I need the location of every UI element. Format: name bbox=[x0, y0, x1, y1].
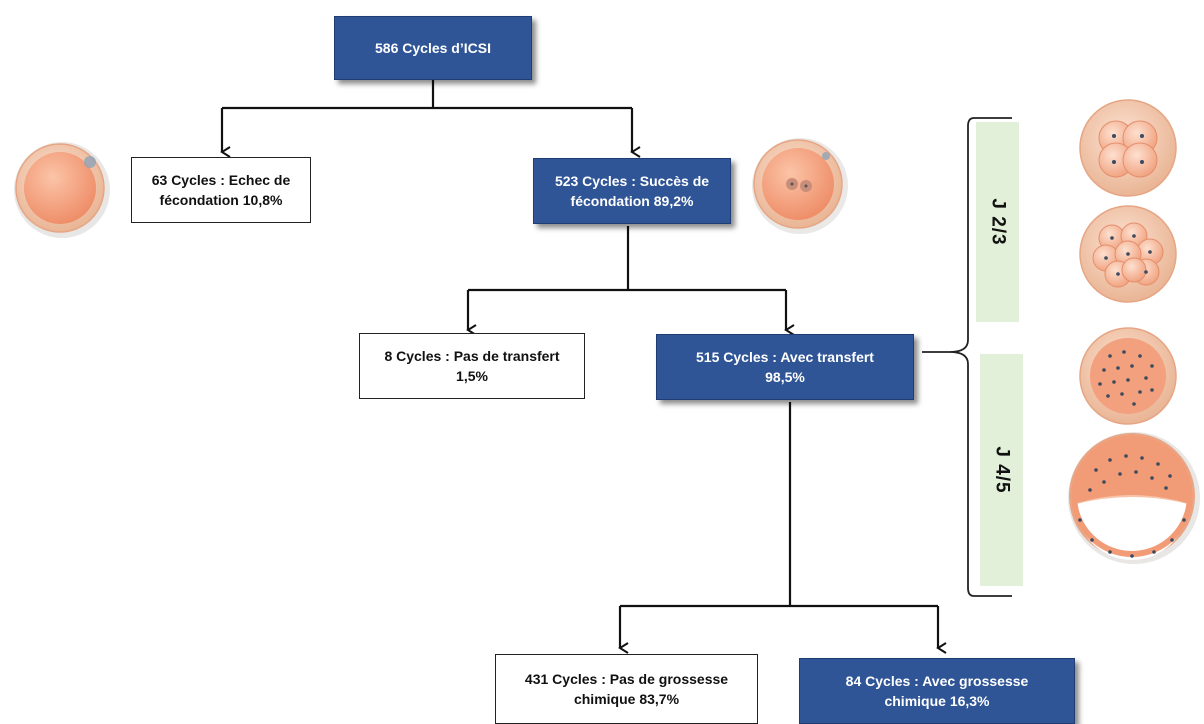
root-node-text: 586 Cycles d’ICSI bbox=[375, 40, 491, 56]
with-pregnancy-node: 84 Cycles : Avec grossesse chimique 16,3… bbox=[799, 658, 1075, 724]
day-brace bbox=[922, 117, 1012, 597]
eight-cell-embryo-icon bbox=[1079, 205, 1177, 303]
no-pregnancy-line2-pct: 83,7% bbox=[639, 691, 680, 707]
four-cell-embryo-icon bbox=[1079, 99, 1177, 197]
day-label-j23: J 2/3 bbox=[987, 198, 1009, 246]
with-transfer-node: 515 Cycles : Avec transfert 98,5% bbox=[656, 334, 914, 400]
failure-line1: 63 Cycles : Echec de bbox=[151, 172, 291, 188]
blastocyst-icon bbox=[1068, 432, 1200, 564]
no-pregnancy-line1: 431 Cycles : Pas de grossesse bbox=[524, 671, 729, 687]
root-node: 586 Cycles d’ICSI bbox=[334, 16, 532, 80]
with-transfer-line2: 98,5% bbox=[765, 369, 805, 385]
failure-line2-text: fécondation bbox=[159, 192, 243, 208]
no-pregnancy-node: 431 Cycles : Pas de grossesse chimique 8… bbox=[495, 654, 758, 724]
unfertilized-oocyte-icon bbox=[14, 142, 110, 238]
with-pregnancy-line2: chimique 16,3% bbox=[884, 693, 990, 709]
no-transfer-line1: 8 Cycles : Pas de transfert bbox=[384, 348, 560, 364]
success-line1: 523 Cycles : Succès de bbox=[554, 173, 710, 189]
day-label-j45: J 4/5 bbox=[991, 446, 1013, 494]
no-pregnancy-line2: chimique 83,7% bbox=[574, 689, 679, 709]
day-bar-j45: J 4/5 bbox=[980, 354, 1023, 586]
fertilized-oocyte-icon bbox=[752, 138, 848, 234]
fertilization-failure-node: 63 Cycles : Echec de fécondation 10,8% bbox=[131, 157, 311, 223]
with-pregnancy-line1: 84 Cycles : Avec grossesse bbox=[845, 673, 1029, 689]
day-bar-j23: J 2/3 bbox=[976, 122, 1019, 322]
failure-line2-pct: 10,8% bbox=[242, 192, 283, 208]
no-transfer-line2: 1,5% bbox=[456, 368, 488, 384]
failure-line2: fécondation 10,8% bbox=[160, 190, 283, 210]
no-pregnancy-line2-text: chimique bbox=[573, 691, 640, 707]
no-transfer-node: 8 Cycles : Pas de transfert 1,5% bbox=[359, 333, 585, 399]
fertilization-success-node: 523 Cycles : Succès de fécondation 89,2% bbox=[533, 158, 731, 224]
morula-icon bbox=[1079, 327, 1177, 425]
success-line2: fécondation 89,2% bbox=[570, 193, 694, 209]
with-transfer-line1: 515 Cycles : Avec transfert bbox=[696, 349, 874, 365]
